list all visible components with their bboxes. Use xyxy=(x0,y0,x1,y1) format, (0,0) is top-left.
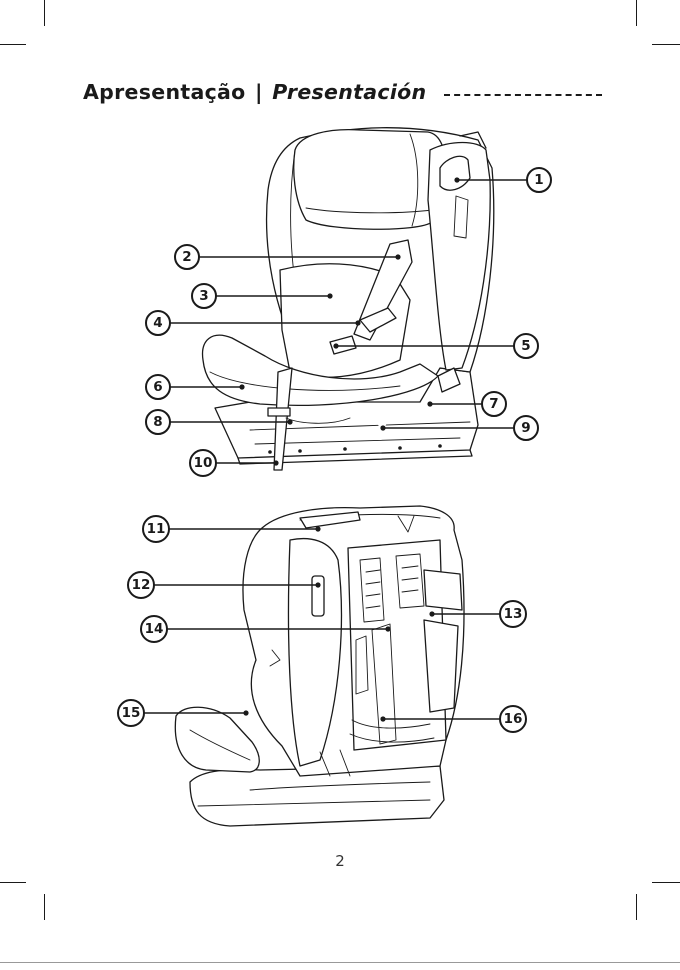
callout-3-label: 3 xyxy=(199,288,208,304)
callout-7-label: 7 xyxy=(489,396,498,412)
callout-6-label: 6 xyxy=(153,379,162,395)
callout-5-label: 5 xyxy=(521,338,530,354)
callout-4-label: 4 xyxy=(153,315,162,331)
page-number: 2 xyxy=(0,852,680,870)
car-seat-rear-illustration xyxy=(175,506,464,826)
callout-11-label: 11 xyxy=(147,521,166,537)
callout-9-label: 9 xyxy=(521,420,530,436)
callout-8-label: 8 xyxy=(153,414,162,430)
callout-16-label: 16 xyxy=(504,711,523,727)
bottom-trim-line xyxy=(0,962,680,963)
callout-1-label: 1 xyxy=(534,172,543,188)
callout-14-label: 14 xyxy=(145,621,164,637)
callout-12-label: 12 xyxy=(132,577,151,593)
callout-10-label: 10 xyxy=(194,455,213,471)
car-seat-front-illustration xyxy=(203,128,494,470)
callout-15-label: 15 xyxy=(122,705,141,721)
callout-2-label: 2 xyxy=(182,249,191,265)
callout-13-label: 13 xyxy=(504,606,523,622)
